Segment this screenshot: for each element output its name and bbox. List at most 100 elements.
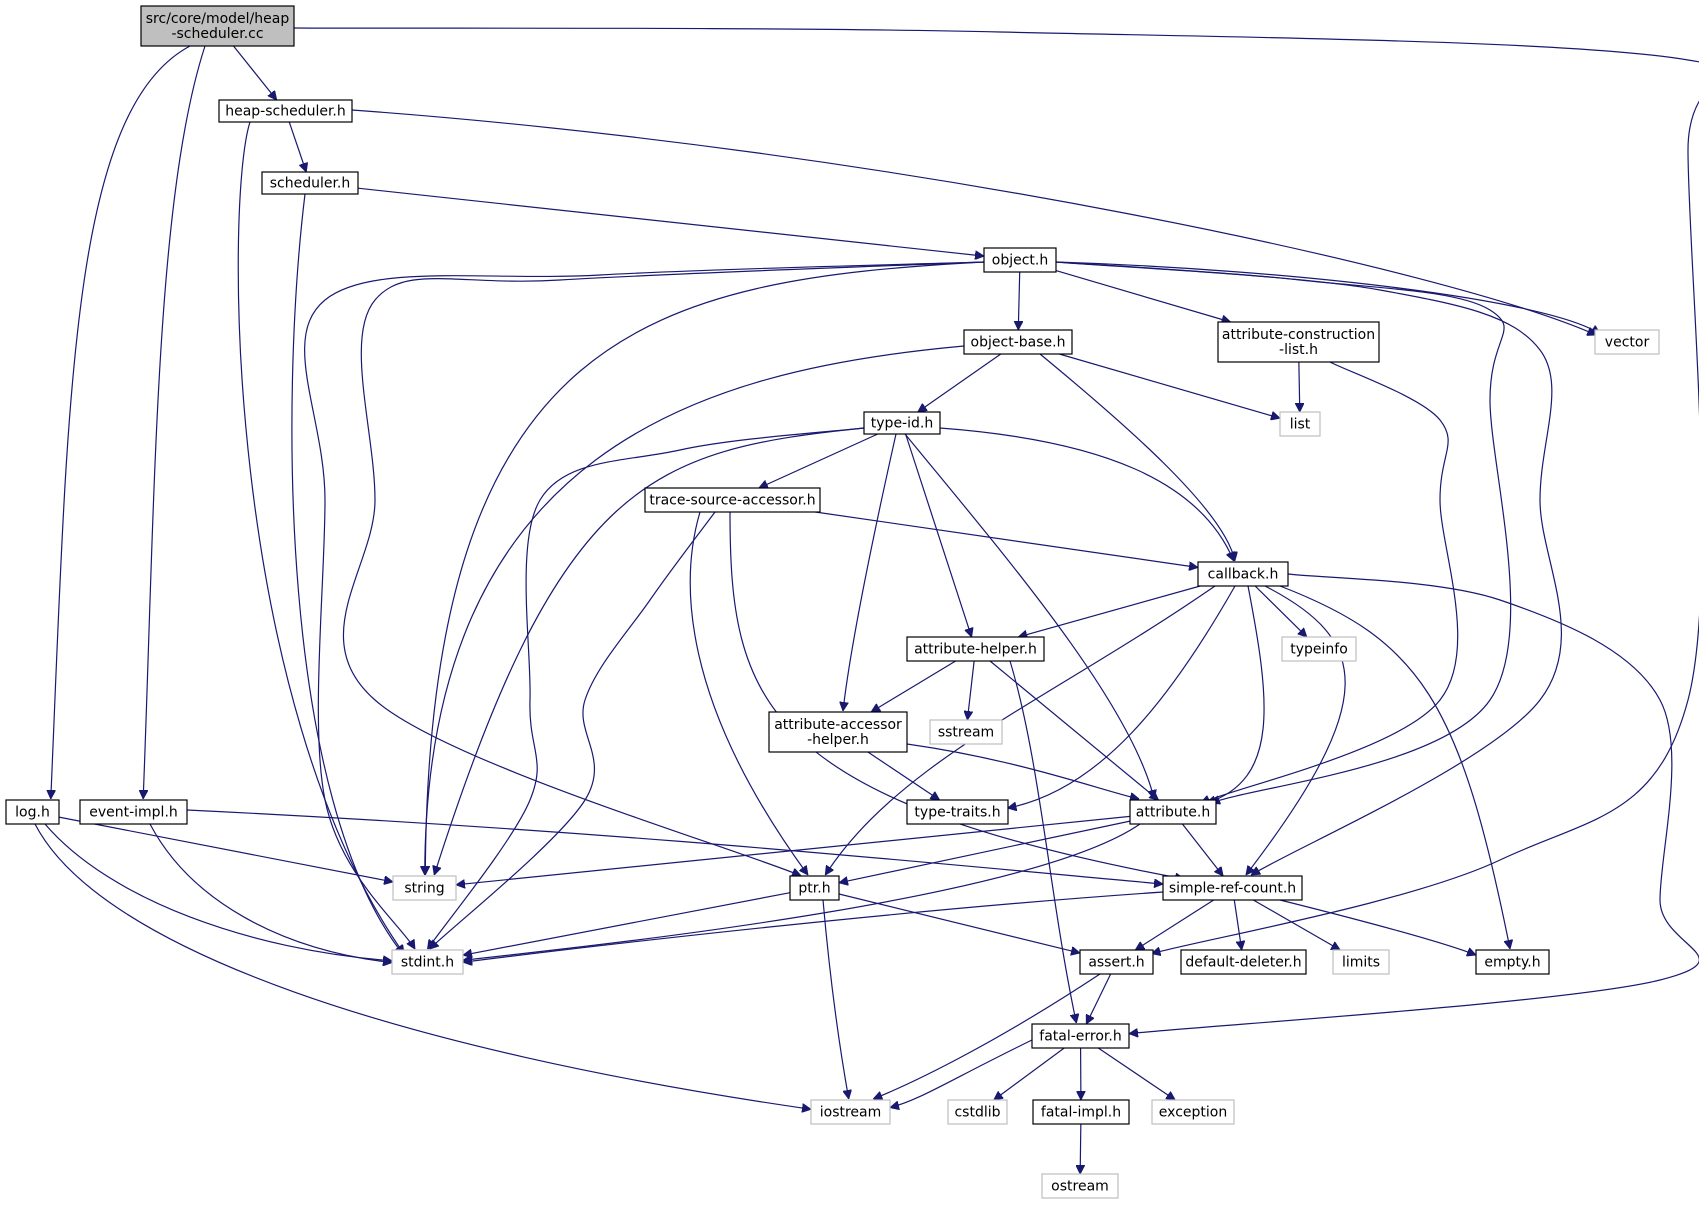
edge-simple-ref-to-stdint (463, 891, 1164, 962)
node-assert[interactable]: assert.h (1079, 949, 1154, 975)
edge-trace-source-to-callback (815, 511, 1198, 567)
node-box-ostream (1041, 1173, 1119, 1199)
node-label-vector: vector (1605, 335, 1650, 351)
edge-callback-to-empty (1279, 585, 1510, 949)
node-box-empty (1475, 949, 1550, 975)
node-fatal-error[interactable]: fatal-error.h (1031, 1023, 1130, 1049)
edge-assert-to-fatal-error (1086, 973, 1112, 1024)
node-box-trace-source (644, 487, 821, 513)
edge-attr-construction-to-attribute (1201, 361, 1459, 803)
edge-type-id-to-stdint (428, 427, 865, 949)
edge-object-to-attr-construction (1055, 270, 1231, 322)
node-box-exception (1151, 1099, 1235, 1125)
node-label-trace-source: trace-source-accessor.h (649, 493, 815, 509)
node-label-object: object.h (992, 253, 1048, 269)
node-heap-scheduler[interactable]: heap-scheduler.h (218, 99, 353, 123)
node-label-cstdlib: cstdlib (954, 1105, 1000, 1121)
edge-attribute-to-simple-ref (1181, 823, 1223, 876)
node-simple-ref[interactable]: simple-ref-count.h (1162, 875, 1303, 901)
node-attr-construction[interactable]: attribute-construction-list.h (1217, 321, 1380, 363)
edge-root-to-heap-scheduler (233, 45, 277, 100)
node-box-typeinfo (1281, 636, 1357, 662)
edge-assert-to-iostream (873, 973, 1101, 1099)
node-ostream: ostream (1041, 1173, 1119, 1199)
node-attribute-helper[interactable]: attribute-helper.h (906, 636, 1045, 662)
edge-ptr-to-iostream (822, 899, 849, 1099)
edge-ptr-to-assert (838, 893, 1080, 953)
edge-attribute-to-ptr (839, 820, 1131, 883)
node-label-exception: exception (1159, 1105, 1227, 1121)
node-type-id[interactable]: type-id.h (863, 411, 941, 435)
edge-root-to-assert (293, 27, 1699, 954)
edge-object-base-to-list (1059, 353, 1280, 418)
node-default-deleter[interactable]: default-deleter.h (1180, 949, 1307, 975)
node-box-assert (1079, 949, 1154, 975)
node-label-ptr: ptr.h (798, 881, 830, 897)
edge-log-to-stdint (44, 823, 392, 961)
node-type-traits[interactable]: type-traits.h (906, 799, 1009, 825)
edge-callback-to-attribute (1207, 585, 1265, 803)
node-box-cstdlib (947, 1099, 1008, 1125)
node-label-string: string (404, 881, 444, 897)
edge-scheduler-to-stdint (291, 193, 404, 956)
node-attr-accessor[interactable]: attribute-accessor-helper.h (768, 711, 908, 753)
node-fatal-impl[interactable]: fatal-impl.h (1032, 1099, 1130, 1125)
edge-object-to-simple-ref (1055, 261, 1562, 875)
node-label-object-base: object-base.h (971, 335, 1066, 351)
node-box-attr-construction (1217, 321, 1380, 363)
node-empty[interactable]: empty.h (1475, 949, 1550, 975)
node-box-attribute (1129, 799, 1217, 825)
edge-object-base-to-type-id (918, 353, 1002, 412)
node-label-log: log.h (15, 805, 50, 821)
edge-root-to-log (51, 45, 191, 799)
node-label-root: src/core/model/heap (146, 11, 290, 27)
node-label-type-id: type-id.h (871, 416, 933, 432)
edge-type-id-to-attr-accessor (843, 433, 897, 711)
node-scheduler[interactable]: scheduler.h (261, 171, 359, 195)
node-exception: exception (1151, 1099, 1235, 1125)
node-label-callback: callback.h (1208, 567, 1279, 583)
edge-ptr-to-stdint (463, 892, 791, 956)
edge-attribute-to-stdint (463, 823, 1141, 960)
edge-simple-ref-to-assert (1135, 899, 1215, 950)
node-attribute[interactable]: attribute.h (1129, 799, 1217, 825)
edge-callback-to-fatal-error (1129, 573, 1699, 1034)
node-cstdlib: cstdlib (947, 1099, 1008, 1125)
node-root[interactable]: src/core/model/heap-scheduler.cc (140, 5, 295, 47)
node-box-stdint (391, 949, 464, 975)
edge-fatal-impl-to-ostream (1080, 1123, 1081, 1174)
node-label-assert: assert.h (1088, 955, 1144, 971)
edge-type-id-to-string (434, 427, 865, 875)
edge-attribute-helper-to-fatal-error (1009, 660, 1076, 1023)
edge-layer (34, 27, 1699, 1174)
node-box-type-traits (906, 799, 1009, 825)
node-object-base[interactable]: object-base.h (963, 329, 1073, 355)
node-label-stdint: stdint.h (401, 955, 454, 971)
node-object[interactable]: object.h (983, 247, 1057, 273)
node-event-impl[interactable]: event-impl.h (79, 799, 188, 825)
node-limits: limits (1332, 949, 1390, 975)
node-callback[interactable]: callback.h (1197, 561, 1289, 587)
node-label-event-impl: event-impl.h (89, 805, 178, 821)
edge-callback-to-attribute-helper (1018, 585, 1201, 637)
edge-object-to-object-base (1018, 271, 1019, 330)
node-label-root: -scheduler.cc (171, 26, 263, 42)
edge-object-to-stdint (304, 261, 985, 949)
edge-simple-ref-to-limits (1253, 899, 1340, 951)
node-box-ptr (789, 875, 840, 901)
node-ptr[interactable]: ptr.h (789, 875, 840, 901)
edge-event-impl-to-stdint (149, 823, 392, 963)
edge-callback-to-typeinfo (1254, 585, 1307, 637)
node-trace-source[interactable]: trace-source-accessor.h (644, 487, 821, 513)
edge-fatal-error-to-cstdlib (994, 1047, 1065, 1100)
edge-attr-accessor-to-attribute (906, 743, 1139, 799)
edge-callback-to-type-traits (1008, 585, 1236, 808)
node-box-heap-scheduler (218, 99, 353, 123)
node-box-object (983, 247, 1057, 273)
edge-attr-construction-to-list (1299, 361, 1300, 412)
node-box-vector (1594, 329, 1660, 355)
node-log[interactable]: log.h (5, 799, 60, 825)
node-label-typeinfo: typeinfo (1290, 642, 1348, 658)
node-box-log (5, 799, 60, 825)
node-label-list: list (1290, 417, 1311, 433)
